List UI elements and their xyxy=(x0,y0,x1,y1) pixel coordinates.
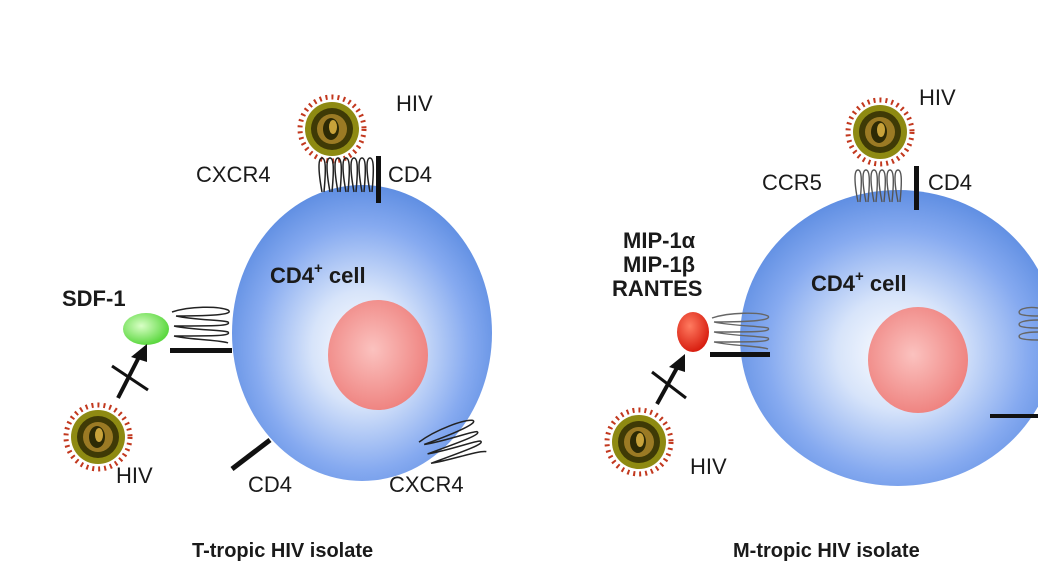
right-panel: CD4+ cell HIV CCR5 CD4 MIP-1α MIP-1β RAN… xyxy=(607,85,1038,562)
chemokine-ligand xyxy=(677,312,709,352)
arrow-head-left xyxy=(131,344,147,362)
hiv-virion-top-right xyxy=(848,100,912,164)
cd4-label-top-right: CD4 xyxy=(928,170,972,195)
ccr5-receptor-right-edge xyxy=(1018,306,1038,341)
block-mark-left xyxy=(111,364,149,392)
ccr5-label-top-right: CCR5 xyxy=(762,170,822,195)
sdf1-label: SDF-1 xyxy=(62,286,126,311)
mip1b-label: MIP-1β xyxy=(623,252,695,277)
hiv-virion-top-left xyxy=(300,97,364,161)
cd4-bar-bottom-left xyxy=(230,438,272,471)
sdf1-ligand xyxy=(123,313,169,345)
cd4-label-bottom-left: CD4 xyxy=(248,472,292,497)
nucleus-left xyxy=(328,300,428,410)
hiv-virion-bottom-left xyxy=(66,405,130,469)
cell-label-left: CD4+ cell xyxy=(270,260,366,288)
cd4-bar-top-left xyxy=(376,156,381,203)
cxcr4-label-bottom-left: CXCR4 xyxy=(389,472,464,497)
hiv-virion-bottom-right xyxy=(607,410,671,474)
cxcr4-receptor-left-side xyxy=(171,306,230,344)
cd4-bar-top-right xyxy=(914,166,919,210)
caption-right: M-tropic HIV isolate xyxy=(733,540,920,562)
cxcr4-label-top-left: CXCR4 xyxy=(196,162,271,187)
cxcr4-receptor-bottom-left xyxy=(418,419,487,465)
cd4-bar-left-side xyxy=(170,348,232,353)
cd4-label-top-left: CD4 xyxy=(388,162,432,187)
ccr5-receptor-left-side xyxy=(711,312,770,350)
hiv-label-top-left: HIV xyxy=(396,91,433,116)
hiv-label-top-right: HIV xyxy=(919,85,956,110)
nucleus-right xyxy=(868,307,968,413)
mip1a-label: MIP-1α xyxy=(623,228,696,253)
block-mark-right xyxy=(651,370,687,400)
cd4-bar-left-side-right xyxy=(710,352,770,357)
rantes-label: RANTES xyxy=(612,276,702,301)
arrow-head-right xyxy=(669,354,685,372)
cxcr4-receptor-top-left xyxy=(318,157,375,193)
hiv-label-bottom-right: HIV xyxy=(690,454,727,479)
hiv-label-bottom-left: HIV xyxy=(116,463,153,488)
caption-left: T-tropic HIV isolate xyxy=(192,540,373,562)
ccr5-receptor-top-right xyxy=(854,169,903,203)
cd4-bar-right-edge xyxy=(990,414,1038,418)
left-panel: CD4+ cell HIV CXCR4 CD4 SDF-1 HIV CD4 xyxy=(62,91,492,562)
cell-label-right: CD4+ cell xyxy=(811,268,907,296)
